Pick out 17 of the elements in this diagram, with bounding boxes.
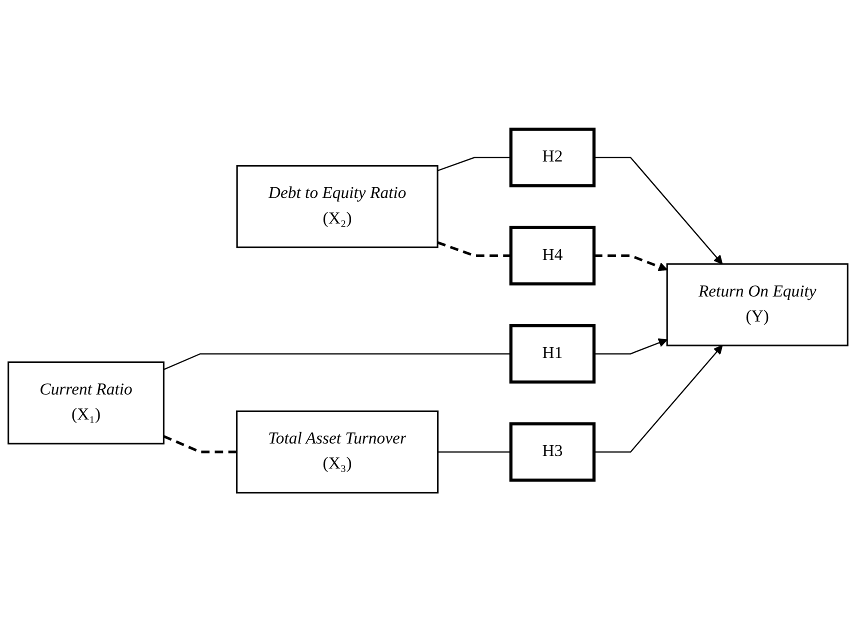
- arrow: [594, 345, 723, 453]
- node-box: H2: [509, 128, 596, 188]
- connector: [438, 451, 511, 453]
- arrow: [594, 338, 668, 354]
- node-box: H1: [509, 324, 596, 384]
- connector: [437, 156, 511, 172]
- connector: [163, 435, 237, 454]
- node-box: H3: [509, 422, 596, 482]
- arrow: [594, 156, 723, 264]
- node-box: Debt to Equity Ratio (X₂): [236, 165, 438, 248]
- connector: [437, 241, 511, 257]
- node-box: Return On Equity (Y): [666, 263, 848, 346]
- connector: [163, 353, 511, 370]
- node-box: Total Asset Turnover (X₃): [236, 410, 439, 494]
- node-box: H4: [509, 226, 596, 286]
- node-box: Current Ratio (X₁): [8, 361, 164, 444]
- arrow: [594, 254, 668, 272]
